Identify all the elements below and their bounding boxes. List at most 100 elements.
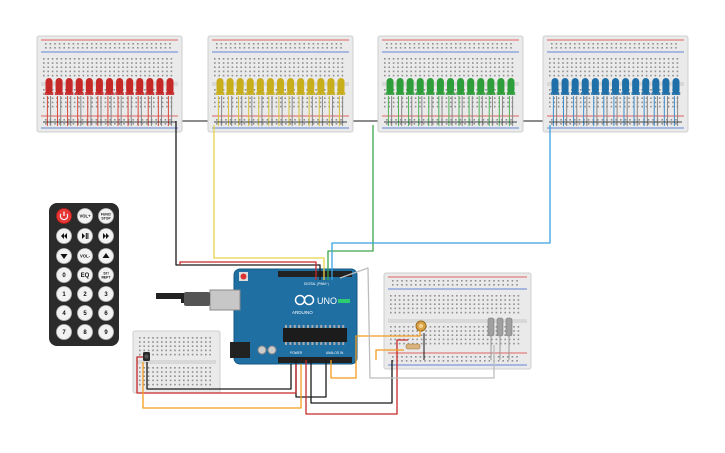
led-rim (64, 92, 74, 95)
chip-pin (311, 342, 314, 345)
breadboard-hole (507, 280, 509, 282)
breadboard-hole (516, 360, 518, 362)
breadboard-hole (65, 105, 67, 108)
remote-button-eq[interactable]: EQ (77, 267, 93, 283)
breadboard-hole (257, 123, 259, 125)
breadboard-hole (557, 101, 560, 104)
breadboard-hole (571, 105, 573, 108)
breadboard-hole (419, 58, 421, 60)
breadboard-hole (161, 349, 163, 352)
breadboard-hole (469, 307, 471, 310)
breadboard-hole (610, 119, 613, 121)
breadboard-hole (415, 284, 417, 286)
breadboard-hole (280, 97, 282, 99)
breadboard-hole (491, 295, 493, 297)
breadboard-hole (257, 43, 259, 45)
remote-button-vol-[interactable]: VOL- (77, 248, 93, 264)
remote-button-down-arrow[interactable] (56, 248, 72, 264)
remote-button-6[interactable]: 6 (98, 305, 114, 321)
breadboard-hole (178, 371, 181, 373)
breadboard-hole (209, 383, 211, 386)
remote-button-0[interactable]: 0 (56, 267, 72, 283)
breadboard-hole (501, 119, 503, 121)
breadboard-hole (505, 123, 508, 125)
breadboard-hole (610, 70, 613, 73)
breadboard-hole (441, 43, 443, 45)
breadboard-hole (407, 326, 410, 328)
breadboard-hole (619, 66, 621, 68)
breadboard-hole (143, 371, 145, 373)
breadboard-hole (284, 70, 286, 73)
breadboard-hole (428, 360, 431, 362)
remote-button-8[interactable]: 8 (77, 324, 93, 340)
breadboard-hole (306, 58, 308, 60)
remote-button-skip-back[interactable] (56, 228, 72, 244)
remote-button-skip-forward[interactable] (98, 228, 114, 244)
breadboard-hole (54, 119, 56, 121)
led-rim (570, 92, 580, 95)
breadboard-hole (456, 330, 458, 332)
breadboard-hole (434, 295, 436, 297)
breadboard-hole (663, 62, 665, 64)
breadboard-hole (587, 119, 590, 121)
remote-button-5[interactable]: 5 (77, 305, 93, 321)
breadboard-hole (229, 123, 232, 125)
breadboard-hole (553, 74, 555, 77)
breadboard-hole (229, 119, 232, 121)
remote-button-3[interactable]: 3 (98, 286, 114, 302)
breadboard-hole (196, 371, 198, 373)
breadboard-hole (470, 280, 472, 282)
breadboard-hole (394, 330, 396, 332)
remote-button-power[interactable] (56, 208, 72, 224)
breadboard-hole (445, 97, 448, 99)
remote-button-1[interactable]: 1 (56, 286, 72, 302)
remote-button-play-pause[interactable] (77, 228, 93, 244)
breadboard-hole (593, 58, 595, 60)
led-red (136, 78, 144, 94)
breadboard-hole (432, 97, 434, 99)
breadboard-hole (498, 70, 500, 73)
breadboard-hole (463, 105, 465, 108)
remote-button-4[interactable]: 4 (56, 305, 72, 321)
breadboard-hole (244, 74, 247, 77)
breadboard-hole (104, 74, 107, 77)
breadboard-hole (654, 62, 657, 64)
breadboard-hole (597, 58, 599, 60)
breadboard-hole (511, 280, 514, 282)
breadboard-hole (429, 326, 432, 328)
remote-button-vol-[interactable]: VOL+ (77, 208, 93, 224)
breadboard-hole (43, 62, 45, 64)
breadboard-hole (553, 70, 555, 73)
breadboard-hole (214, 70, 216, 73)
breadboard-hole (434, 326, 436, 328)
breadboard-hole (91, 97, 93, 99)
breadboard-hole (553, 62, 555, 64)
breadboard-hole (447, 284, 449, 286)
remote-button-2[interactable]: 2 (77, 286, 93, 302)
remote-button-7[interactable]: 7 (56, 324, 72, 340)
breadboard-hole (410, 62, 412, 64)
remote-button-label: 1 (62, 292, 66, 298)
breadboard-hole (109, 119, 111, 121)
breadboard-hole (392, 360, 394, 362)
breadboard-hole (58, 119, 61, 121)
remote-button-9[interactable]: 9 (98, 324, 114, 340)
breadboard-hole (588, 74, 591, 77)
remote-button-func-stop[interactable]: FUNC/STOP (98, 208, 114, 224)
breadboard-hole (632, 74, 635, 77)
breadboard-hole (423, 105, 426, 108)
breadboard-hole (331, 47, 333, 49)
remote-button-st-rept[interactable]: ST/REPT (98, 267, 114, 283)
breadboard-hole (81, 123, 84, 125)
breadboard-hole (113, 101, 115, 104)
breadboard-hole (428, 356, 431, 358)
breadboard-hole (508, 299, 511, 301)
breadboard-hole (501, 43, 503, 45)
breadboard-hole (284, 89, 286, 91)
remote-button-up-arrow[interactable] (98, 248, 114, 264)
breadboard-hole (161, 58, 164, 60)
breadboard-hole (258, 62, 260, 64)
breadboard-hole (47, 70, 49, 73)
breadboard-hole (429, 338, 432, 341)
